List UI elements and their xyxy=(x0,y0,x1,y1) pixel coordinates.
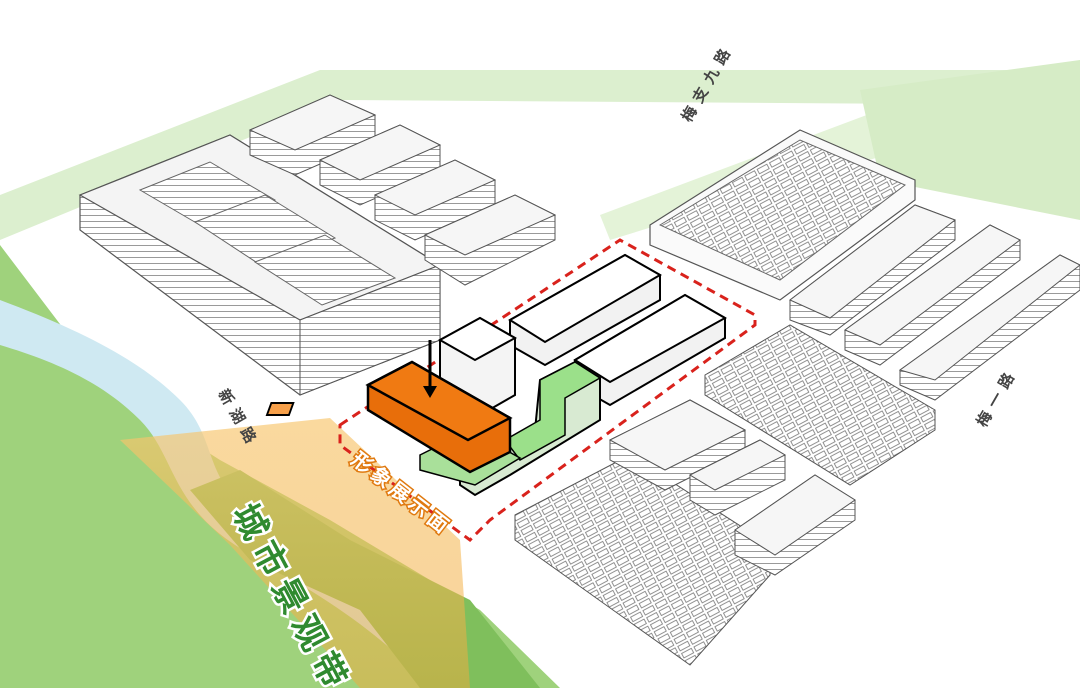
building-halls-lower xyxy=(514,324,936,666)
building-solar-roof xyxy=(649,129,916,301)
site-boundary xyxy=(338,238,757,542)
building-blocks-right xyxy=(789,204,1080,401)
view-cone xyxy=(120,418,470,688)
project-buildings xyxy=(265,253,728,497)
highlight-building xyxy=(365,360,513,442)
building-row-top xyxy=(248,94,557,286)
green-roof xyxy=(503,361,602,461)
